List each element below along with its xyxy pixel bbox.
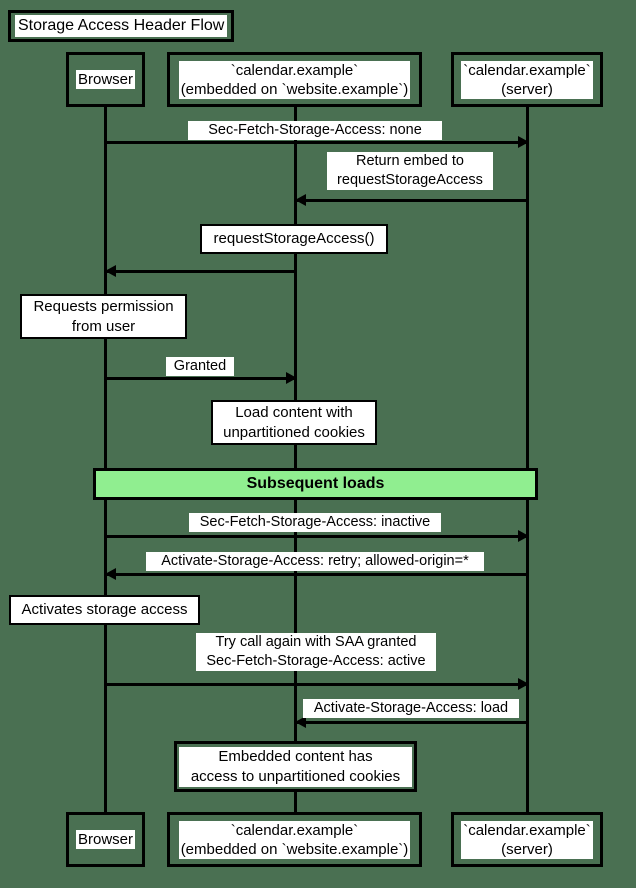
participant-embedded-top[interactable]: `calendar.example` (embedded on `website… <box>167 52 422 107</box>
arrow-head-m6 <box>518 678 529 690</box>
message-label-m2: Return embed to requestStorageAccess <box>327 152 493 190</box>
arrow-line-embedded-to-browser <box>104 270 296 273</box>
participant-embedded-bottom[interactable]: `calendar.example` (embedded on `website… <box>167 812 422 867</box>
note-embedded-content-access: Embedded content has access to unpartiti… <box>174 741 417 792</box>
arrow-head-embedded-to-browser <box>105 265 116 277</box>
arrow-line-m2 <box>294 199 528 202</box>
lifeline-server <box>526 107 529 812</box>
note-request-storage-access: requestStorageAccess() <box>200 224 388 254</box>
arrow-head-m5 <box>105 568 116 580</box>
participant-server-bottom[interactable]: `calendar.example` (server) <box>451 812 603 867</box>
note-embedded-content-access-label: Embedded content has access to unpartiti… <box>179 746 412 787</box>
note-requests-permission: Requests permission from user <box>20 294 187 339</box>
message-label-m5: Activate-Storage-Access: retry; allowed-… <box>146 552 484 571</box>
arrow-head-m1 <box>518 136 529 148</box>
arrow-head-m3 <box>286 372 297 384</box>
arrow-head-m7 <box>295 716 306 728</box>
arrow-line-m4 <box>104 535 528 538</box>
lifeline-embedded <box>294 107 297 812</box>
diagram-title-box: Storage Access Header Flow <box>8 10 235 42</box>
participant-browser-label: Browser <box>75 70 135 89</box>
message-label-m3: Granted <box>166 357 234 376</box>
lifeline-browser <box>104 107 107 812</box>
participant-browser-top[interactable]: Browser <box>66 52 145 107</box>
participant-browser-bottom[interactable]: Browser <box>66 812 145 867</box>
arrow-head-m4 <box>518 530 529 542</box>
participant-server-top[interactable]: `calendar.example` (server) <box>451 52 603 107</box>
arrow-line-m1 <box>104 141 528 144</box>
participant-server-label-bottom: `calendar.example` (server) <box>461 820 593 859</box>
divider-subsequent-loads: Subsequent loads <box>93 468 538 500</box>
note-activates-storage-access: Activates storage access <box>9 595 200 625</box>
message-label-m1: Sec-Fetch-Storage-Access: none <box>188 121 442 140</box>
participant-embedded-label: `calendar.example` (embedded on `website… <box>178 60 411 99</box>
arrow-line-m3 <box>104 377 296 380</box>
arrow-line-m7 <box>294 721 528 724</box>
arrow-line-m6 <box>104 683 528 686</box>
diagram-title: Storage Access Header Flow <box>15 15 228 37</box>
participant-embedded-label-bottom: `calendar.example` (embedded on `website… <box>178 820 411 859</box>
message-label-m6: Try call again with SAA granted Sec-Fetc… <box>196 633 436 671</box>
arrow-head-m2 <box>295 194 306 206</box>
participant-server-label: `calendar.example` (server) <box>461 60 593 99</box>
participant-browser-label-bottom: Browser <box>75 830 135 849</box>
message-label-m7: Activate-Storage-Access: load <box>303 699 519 718</box>
message-label-m4: Sec-Fetch-Storage-Access: inactive <box>189 513 441 532</box>
arrow-line-m5 <box>104 573 528 576</box>
note-load-content: Load content with unpartitioned cookies <box>211 400 377 445</box>
